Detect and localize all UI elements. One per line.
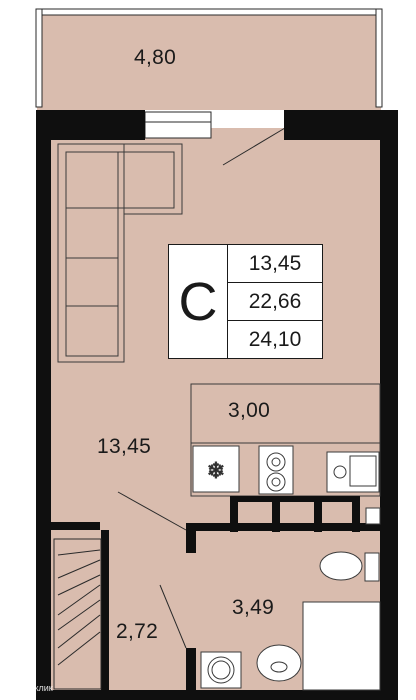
shelf bbox=[230, 496, 381, 532]
watermark: домклик bbox=[5, 683, 53, 693]
walls bbox=[36, 110, 398, 700]
bathroom-area-label: 3,49 bbox=[232, 596, 275, 619]
watermark-text: домклик bbox=[18, 683, 53, 693]
balcony-area-label: 4,80 bbox=[134, 46, 177, 69]
total-with-balcony-value: 24,10 bbox=[248, 327, 302, 351]
living-area-value: 13,45 bbox=[228, 245, 322, 283]
door-swings bbox=[117, 491, 187, 649]
living-room-area-label: 13,45 bbox=[97, 435, 152, 458]
kitchen-area-label: 3,00 bbox=[228, 399, 271, 422]
domclick-logo-icon bbox=[5, 683, 15, 693]
bathroom-fixtures bbox=[200, 551, 381, 691]
total-area-value: 22,66 bbox=[228, 283, 322, 321]
sofa bbox=[57, 143, 183, 363]
balcony bbox=[35, 8, 383, 110]
area-legend: C 13,45 22,66 24,10 bbox=[168, 244, 323, 359]
apartment-type-code: C bbox=[169, 245, 228, 358]
wardrobe bbox=[53, 538, 102, 690]
kitchen-counter: ❄ bbox=[190, 383, 381, 497]
hallway-area-label: 2,72 bbox=[116, 620, 159, 643]
svg-text:❄: ❄ bbox=[207, 459, 225, 484]
